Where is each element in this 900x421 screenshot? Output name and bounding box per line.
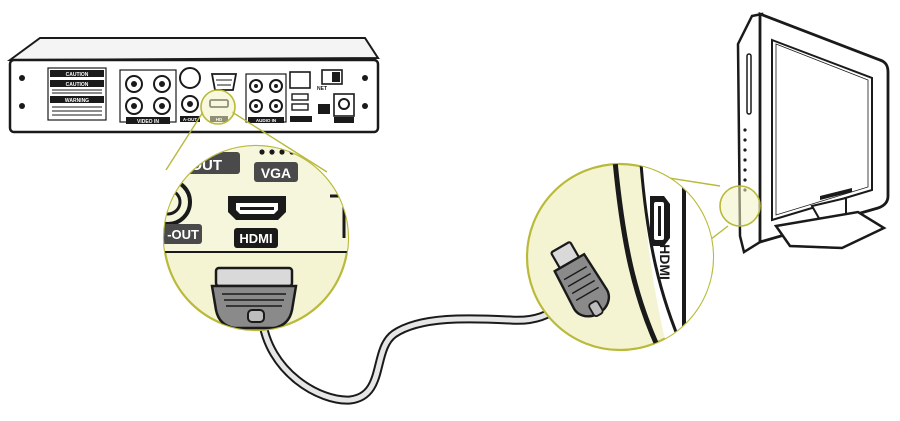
round-port bbox=[179, 67, 201, 89]
zoom-hdmi-label: HDMI bbox=[239, 231, 272, 246]
zoom-a-out-label: -OUT bbox=[167, 227, 199, 242]
zoom-hdmi-plug-dvr bbox=[210, 266, 298, 330]
caution-label-1: CAUTION bbox=[66, 72, 89, 78]
rca-port bbox=[269, 99, 283, 113]
zoom-tv-hdmi-port bbox=[650, 196, 670, 246]
tv-hdmi-highlight bbox=[719, 185, 761, 227]
ethernet-port bbox=[289, 71, 311, 89]
tv-stand-base bbox=[773, 210, 887, 250]
usb-port bbox=[291, 103, 309, 111]
screw bbox=[362, 103, 368, 109]
tv-screen bbox=[771, 38, 873, 222]
vga-port bbox=[210, 73, 238, 91]
zoom-dvr-hdmi-port bbox=[228, 196, 286, 220]
rca-port bbox=[269, 79, 283, 93]
tv-unit bbox=[719, 11, 890, 254]
screw bbox=[19, 103, 25, 109]
warning-label: WARNING bbox=[65, 98, 89, 104]
video-in-label: VIDEO IN bbox=[137, 119, 159, 125]
caution-label-2: CAUTION bbox=[66, 82, 89, 88]
net-label: NET bbox=[317, 86, 327, 92]
zoom-hdmi-plug-tv bbox=[550, 241, 611, 318]
bnc-port bbox=[153, 97, 171, 115]
audio-out-port bbox=[181, 95, 199, 113]
dvr-top-surface bbox=[6, 37, 380, 62]
screw bbox=[19, 75, 25, 81]
screw bbox=[362, 75, 368, 81]
hdmi-cable bbox=[257, 301, 565, 405]
dvr-zoom-callout: OUT VGA HDMI -OUT bbox=[162, 144, 350, 332]
zoom-tv-hdmi-label: HDMI bbox=[657, 244, 673, 280]
zoom-vga-label: VGA bbox=[261, 165, 291, 181]
audio-in-label: AUDIO IN bbox=[256, 118, 276, 123]
rca-port bbox=[249, 99, 263, 113]
a-out-small-label: A-OUT bbox=[183, 117, 197, 122]
bnc-port bbox=[125, 97, 143, 115]
dvr-hdmi-highlight bbox=[200, 89, 236, 125]
bnc-port bbox=[153, 75, 171, 93]
dc-jack bbox=[338, 98, 350, 110]
tv-side-slot bbox=[746, 53, 752, 115]
bnc-port bbox=[125, 75, 143, 93]
dip-switch bbox=[318, 104, 330, 114]
dvr-unit: CAUTION CAUTION WARNING VIDEO IN A-OUT H… bbox=[6, 37, 380, 134]
usb-port bbox=[291, 93, 309, 101]
rca-port bbox=[249, 79, 263, 93]
